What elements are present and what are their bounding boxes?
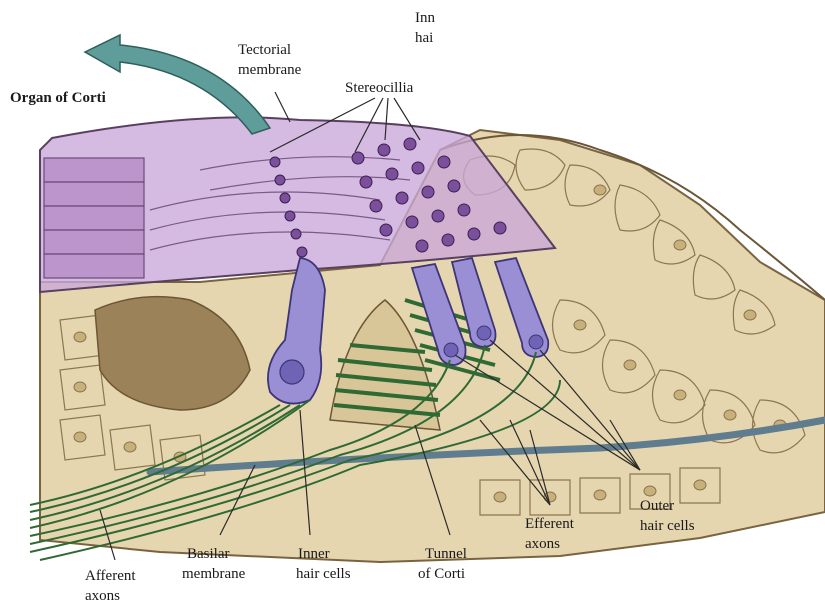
label-efferent-line2: axons — [525, 536, 560, 552]
label-outer-line2: hair cells — [640, 518, 695, 534]
label-basilar-line2: membrane — [182, 566, 246, 582]
label-outer-line1: Outer — [640, 498, 674, 514]
label-tectorial-line1: Tectorial — [238, 42, 291, 58]
label-tectorial-line2: membrane — [238, 62, 302, 78]
label-inner-line1: Inner — [298, 546, 330, 562]
label-efferent-line1: Efferent — [525, 516, 575, 532]
label-stereocilia: Stereocillia — [345, 80, 414, 96]
label-basilar-line1: Basilar — [187, 546, 230, 562]
label-tunnel-line2: of Corti — [418, 566, 465, 582]
label-top-cut-line1: Inn — [415, 10, 435, 26]
label-afferent-line1: Afferent — [85, 568, 136, 584]
label-inner-line2: hair cells — [296, 566, 351, 582]
label-top-cut-line2: hai — [415, 30, 433, 46]
label-organ-of-corti: Organ of Corti — [10, 90, 106, 106]
label-tunnel-line1: Tunnel — [425, 546, 467, 562]
label-afferent-line2: axons — [85, 588, 120, 604]
